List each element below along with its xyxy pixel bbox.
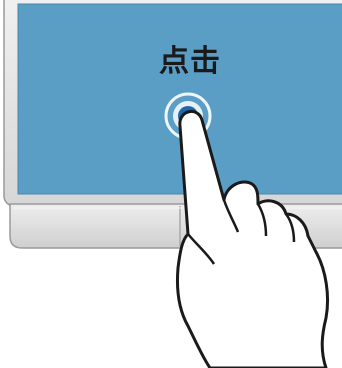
- tap-instruction-label: 点击: [159, 44, 221, 79]
- hand-outline: [176, 110, 330, 368]
- knuckle-line-3: [284, 213, 296, 243]
- laptop-lid: [3, 0, 342, 207]
- thumb-line: [187, 233, 216, 265]
- knuckle-line-2: [256, 203, 268, 237]
- finger-tap-icon: [176, 110, 330, 368]
- touch-screen[interactable]: [17, 3, 342, 195]
- knuckle-line-1: [222, 199, 240, 233]
